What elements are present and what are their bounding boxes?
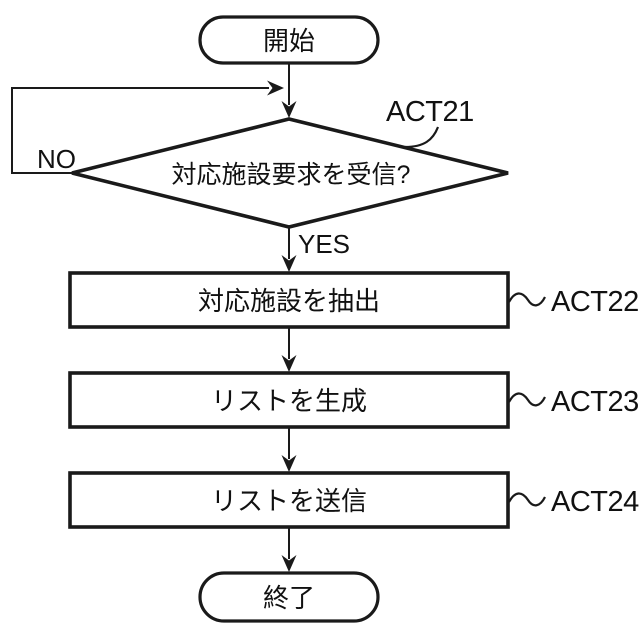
no-branch-label: NO	[37, 144, 76, 174]
node-extract: 対応施設を抽出 ACT22	[68, 271, 639, 329]
act21-tag-label: ACT21	[386, 96, 474, 128]
act24-squiggle-connector	[508, 492, 546, 507]
end-terminator-label: 終了	[263, 583, 315, 613]
send-process-label: リストを送信	[211, 486, 367, 516]
act21-leader-line	[404, 126, 440, 149]
edge-no-loop	[11, 87, 269, 174]
generate-process-label: リストを生成	[211, 386, 367, 416]
node-start: 開始	[198, 15, 380, 65]
decision-tag: ACT21	[386, 96, 474, 149]
decision-label: 対応施設要求を受信?	[172, 161, 411, 189]
act23-squiggle-connector	[508, 392, 546, 407]
node-end: 終了	[198, 571, 380, 623]
start-terminator-shape	[198, 15, 380, 65]
arrowhead-into-end	[281, 555, 297, 572]
extract-process-label: 対応施設を抽出	[198, 286, 380, 316]
arrowhead-no-loop	[267, 80, 284, 96]
connectors	[11, 63, 297, 572]
extract-process-shape	[68, 271, 510, 329]
yes-branch-label: YES	[298, 229, 350, 259]
arrowhead-into-extract	[281, 255, 297, 272]
act22-tag-label: ACT22	[551, 286, 639, 318]
act24-tag-label: ACT24	[551, 486, 639, 518]
node-generate: リストを生成 ACT23	[68, 371, 639, 429]
send-process-shape	[68, 471, 510, 529]
act22-squiggle-connector	[508, 292, 546, 307]
start-terminator-label: 開始	[263, 26, 315, 56]
arrowhead-into-send	[281, 455, 297, 472]
act23-tag-label: ACT23	[551, 386, 639, 418]
generate-process-shape	[68, 371, 510, 429]
decision-diamond-shape	[71, 117, 509, 229]
end-terminator-shape	[198, 571, 380, 623]
arrowhead-into-generate	[281, 355, 297, 372]
arrowhead-into-decision	[281, 101, 297, 118]
node-decision: 対応施設要求を受信?	[71, 117, 509, 229]
node-send: リストを送信 ACT24	[68, 471, 640, 529]
